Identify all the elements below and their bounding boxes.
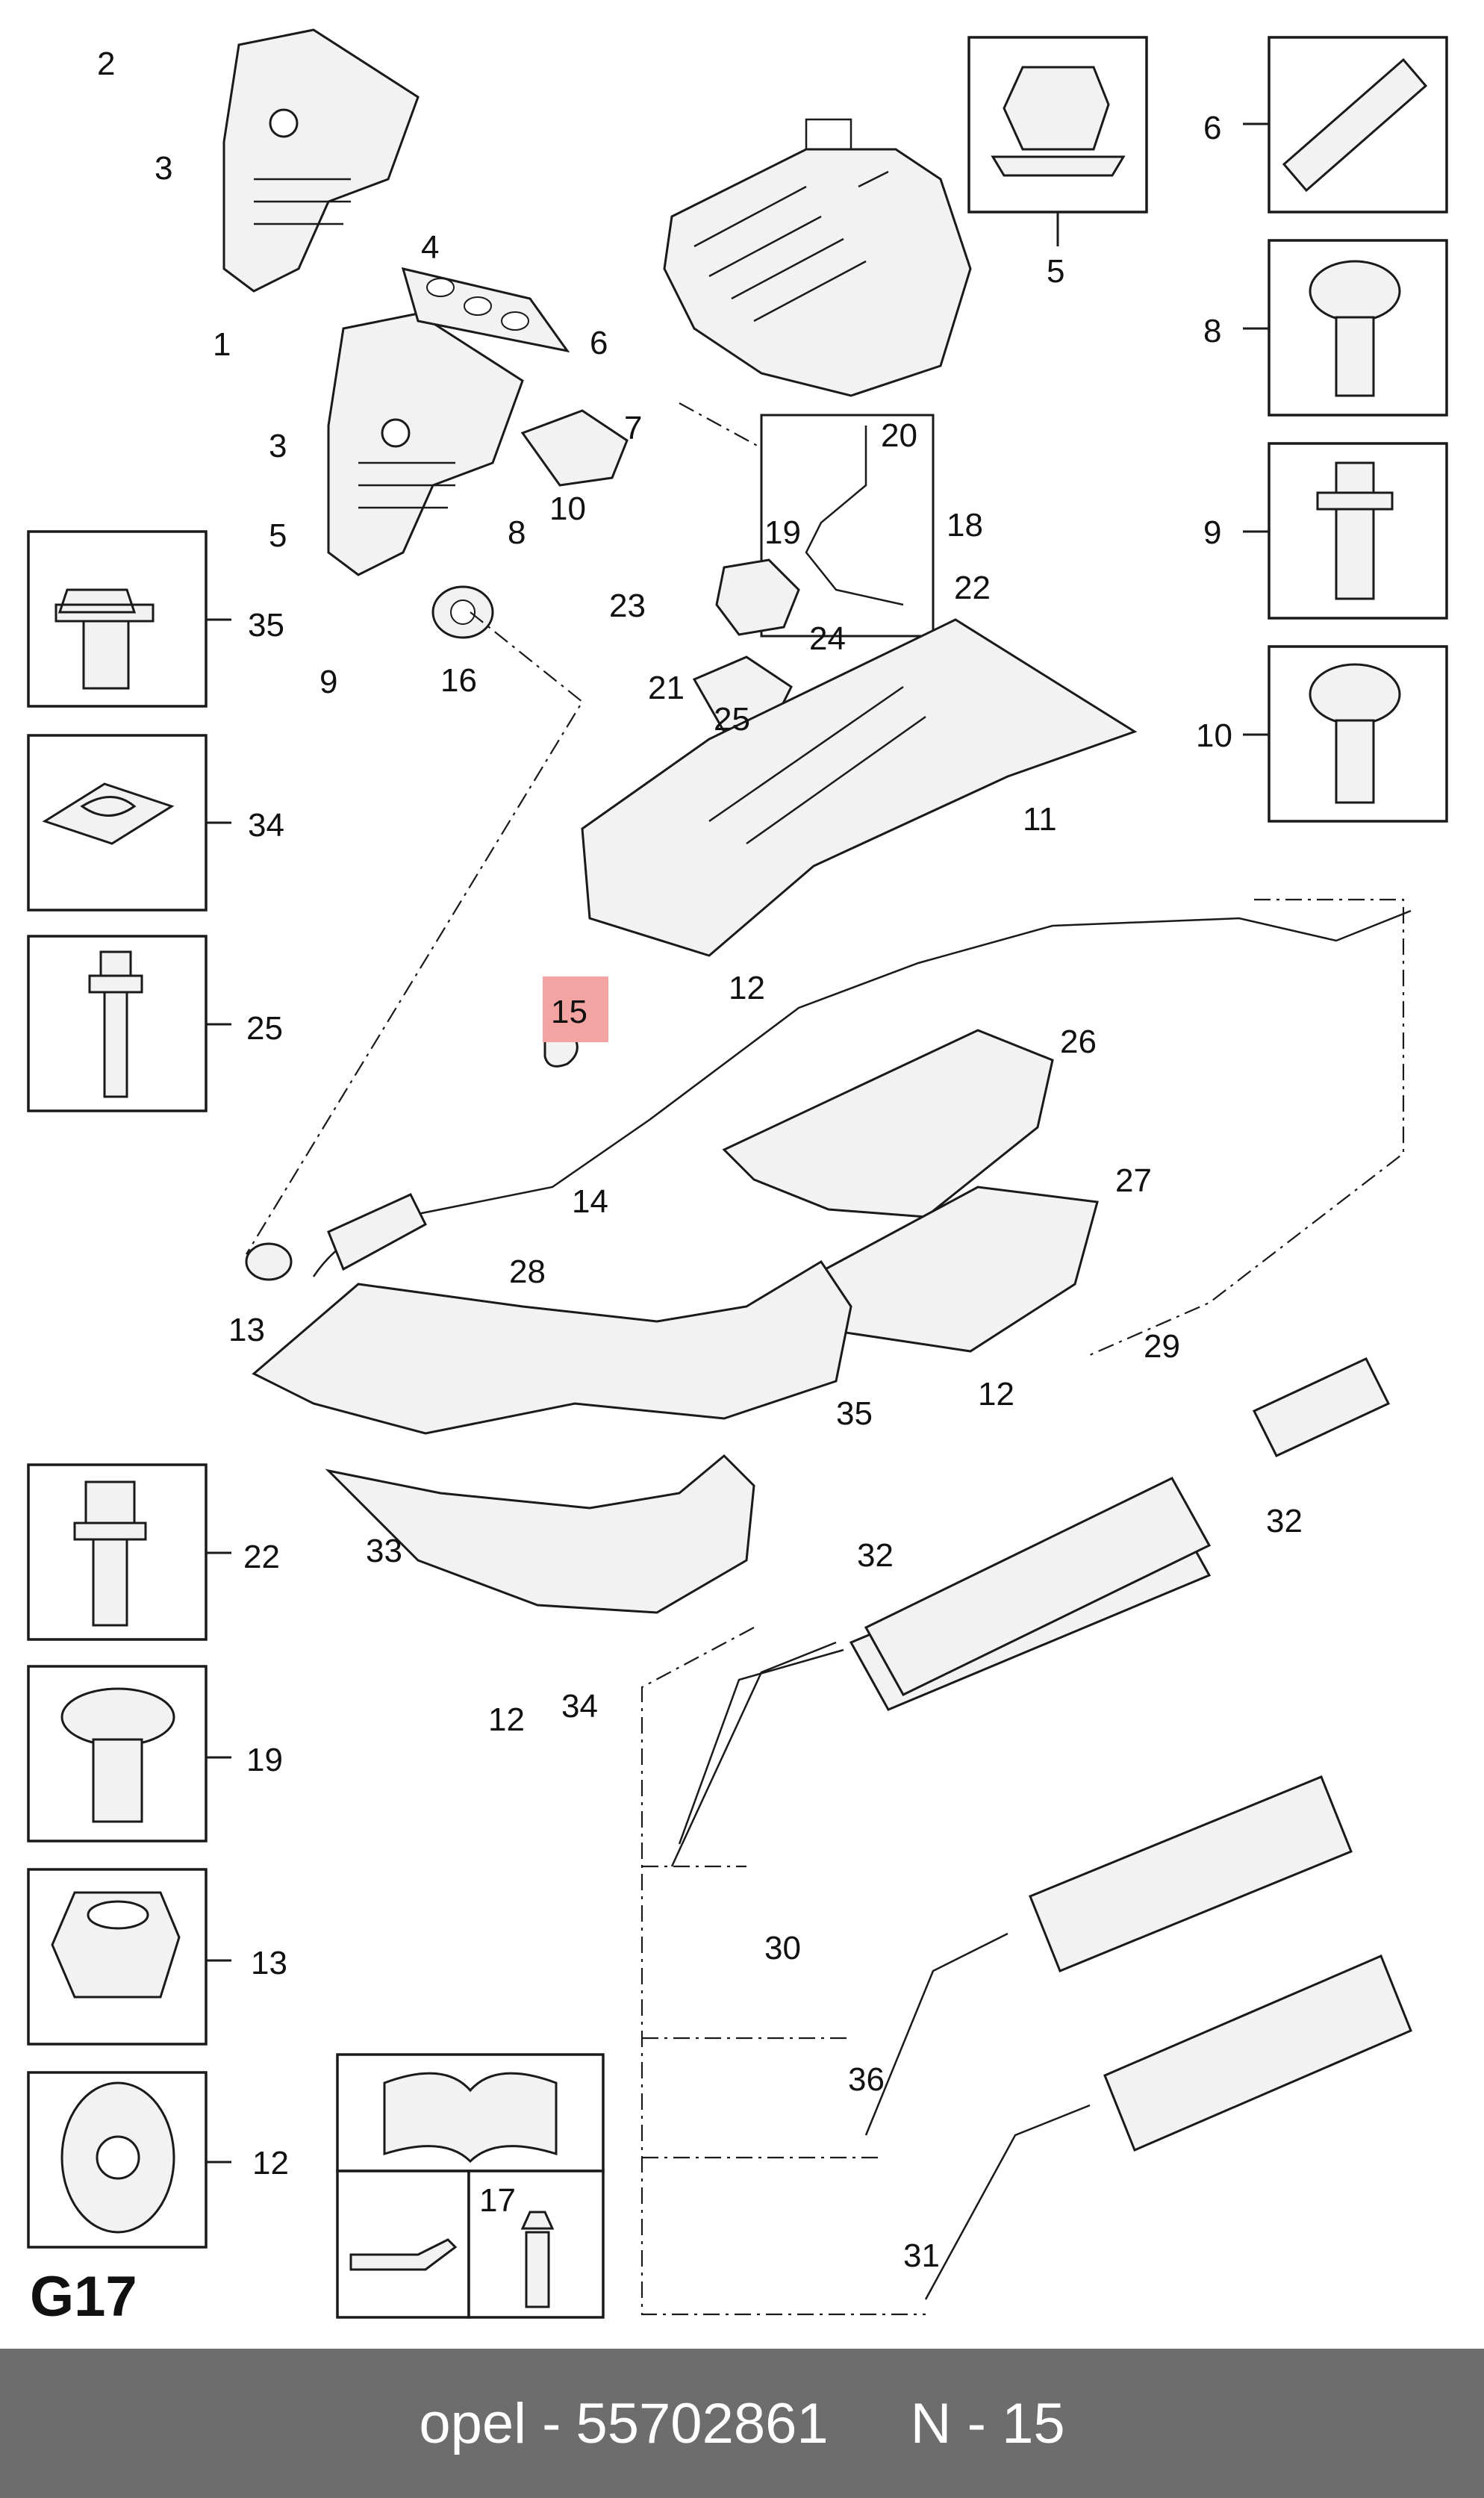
part-box-25 [27,935,231,1112]
rear-muffler-36 [864,1775,1353,2136]
diagram-code: G17 [30,2265,137,2329]
callout-24: 24 [809,620,846,657]
callout-8: 8 [508,514,526,551]
callout-6: 6 [590,325,608,361]
callout-21: 21 [648,670,685,706]
callout-19: 19 [764,514,801,551]
footer-part-number: 55702861 [576,2391,829,2455]
callout-31: 31 [903,2237,940,2274]
part-box-19 [27,1665,231,1843]
callout-9: 9 [319,664,337,700]
footer-bar: opel - 55702861 N - 15 [0,2349,1484,2498]
exhaust-manifold-2 [222,28,420,293]
callout-34-box: 34 [248,807,284,844]
callout-32b: 32 [1266,1503,1303,1539]
part-box-34 [27,734,231,912]
callout-6-box: 6 [1203,110,1221,146]
callout-3b: 3 [269,428,287,464]
callout-18: 18 [947,507,983,543]
callout-34: 34 [561,1688,598,1725]
callout-7: 7 [624,410,642,446]
callout-27: 27 [1115,1162,1152,1199]
footer-brand: opel - [419,2391,561,2455]
callout-25: 25 [714,701,750,738]
part-box-12 [27,2071,231,2249]
rear-muffler-top [678,1477,1212,1845]
callout-5-box: 5 [1047,253,1064,290]
heat-shield-28 [252,1259,852,1435]
heat-shield-11 [581,618,1138,957]
callout-25-box: 25 [246,1010,283,1047]
callout-35-box: 35 [248,607,284,644]
part-box-22 [27,1463,231,1641]
callout-1: 1 [213,326,231,363]
footer-position: N - 15 [910,2391,1065,2455]
gasket-4 [401,267,570,353]
bracket-7 [520,409,629,487]
heat-shield-33 [325,1454,755,1614]
part-box-6 [1243,36,1448,214]
callout-8-box: 8 [1203,313,1221,349]
callout-4: 4 [421,229,439,266]
callout-28: 28 [509,1253,546,1290]
part-box-9 [1243,442,1448,620]
gasket-16 [431,585,494,639]
callout-13: 13 [228,1312,265,1348]
callout-35: 35 [836,1395,873,1432]
callout-22-box: 22 [243,1539,280,1575]
callout-23: 23 [609,588,646,624]
part-box-8 [1243,239,1448,417]
exhaust-manifold-1 [327,312,524,576]
highlight-box [543,977,608,1042]
service-info-box [336,2053,605,2319]
callout-12b: 12 [978,1376,1014,1412]
callout-13-box: 13 [251,1945,287,1981]
callout-32a: 32 [857,1537,894,1574]
callout-17: 17 [479,2182,516,2219]
callout-19-box: 19 [246,1742,283,1778]
part-box-13 [27,1868,231,2046]
callout-36: 36 [848,2061,885,2098]
callout-30: 30 [764,1930,801,1966]
callout-16: 16 [440,662,477,699]
callout-12-box: 12 [252,2145,289,2181]
callout-15: 15 [551,994,587,1030]
callout-33: 33 [366,1533,402,1569]
leader-lines [246,402,1405,2316]
callout-10-box: 10 [1196,717,1232,754]
heat-shield-26 [722,1029,1054,1218]
part-box-10 [1243,645,1448,823]
callout-9-box: 9 [1203,514,1221,551]
callout-12c: 12 [488,1701,525,1738]
callout-12a: 12 [729,970,765,1006]
exhaust-system-diagram: 1 2 3 3 4 5 5 6 6 7 8 8 9 9 10 10 11 12 … [27,28,1448,2329]
callout-10: 10 [549,490,586,527]
callout-22: 22 [954,570,991,606]
part-box-35 [27,530,231,708]
callout-11: 11 [1023,801,1057,838]
callout-3a: 3 [155,150,172,187]
callout-2: 2 [97,46,115,82]
exhaust-pipe-14 [245,909,1412,1281]
engine-illustration [663,118,972,397]
callout-5: 5 [269,517,287,554]
callout-29: 29 [1144,1328,1180,1365]
rear-muffler-31 [924,1955,1412,2300]
callout-14: 14 [572,1183,608,1220]
part-box-5 [967,36,1148,246]
callout-26: 26 [1060,1024,1097,1060]
tailpipe-29 [1252,1357,1391,1457]
callout-labels: 1 2 3 3 4 5 5 6 6 7 8 8 9 9 10 10 11 12 … [30,46,1303,2329]
callout-20: 20 [881,417,917,454]
